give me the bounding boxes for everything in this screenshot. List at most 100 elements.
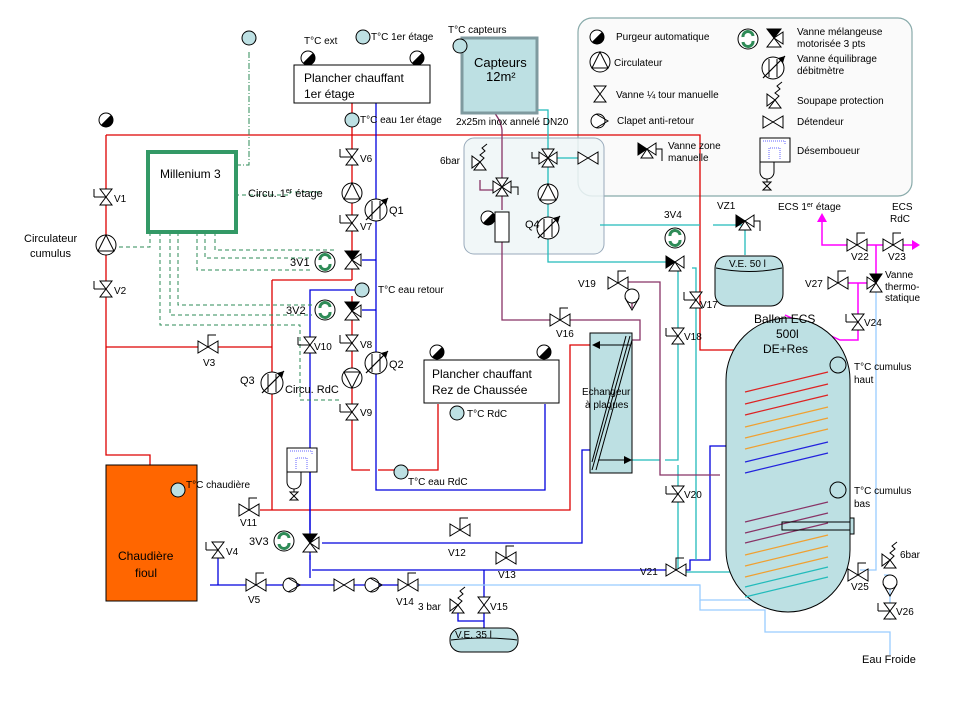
valve-v7[interactable]	[339, 214, 359, 232]
valve-v16-label: V16	[556, 329, 574, 340]
thermo-label-3: statique	[885, 293, 920, 304]
check-valve	[282, 577, 301, 593]
pressure-3bar-label: 3 bar	[418, 602, 441, 613]
sensor-tank-bot-label-2: bas	[854, 499, 870, 510]
valve-v14[interactable]	[397, 572, 419, 592]
svg-text:Echangeur: Echangeur	[582, 387, 631, 398]
valve-v19-label: V19	[578, 279, 596, 290]
tank-coil-line	[744, 406, 829, 428]
valve-v7-label: V7	[360, 222, 373, 233]
tank-coil-line	[744, 512, 829, 534]
pressure-solar-label: 6bar	[440, 156, 461, 167]
mixing-3v1-label: 3V1	[290, 257, 310, 269]
valve-v27[interactable]	[827, 270, 849, 290]
valve-v18-label: V18	[684, 332, 702, 343]
pump-solar[interactable]	[537, 183, 559, 205]
pump-1st-floor-label: Circu. 1er étage	[248, 188, 323, 200]
valve-v12[interactable]	[449, 517, 471, 537]
sensor-tank-bottom	[829, 481, 847, 499]
valve-v19[interactable]	[607, 270, 629, 290]
valve-v2[interactable]	[93, 280, 113, 298]
ecs-rdc-label-2: RdC	[890, 214, 910, 225]
valve-q2-label: Q2	[389, 359, 404, 371]
valve-v3[interactable]	[197, 334, 219, 354]
valve-v27-label: V27	[805, 279, 823, 290]
sensor-return	[354, 282, 370, 298]
tank-coil-line	[744, 545, 829, 567]
valve-v23[interactable]	[882, 232, 904, 252]
valve-v15[interactable]	[477, 596, 491, 614]
svg-text:Détendeur: Détendeur	[797, 117, 844, 128]
valve-v16[interactable]	[549, 307, 571, 327]
valve-v13[interactable]	[495, 545, 517, 565]
cold-water-label: Eau Froide	[862, 654, 916, 666]
sensor-water-rdc	[393, 464, 409, 480]
valve-v18[interactable]	[665, 327, 685, 345]
mixing-3v4-label: 3V4	[664, 210, 682, 221]
tank-coil-line	[744, 522, 829, 544]
mixing-3v2-label: 3V2	[286, 305, 306, 317]
valve-v5[interactable]	[245, 572, 267, 592]
sensor-tank-bot-label-1: T°C cumulus	[854, 486, 911, 497]
safety-valve-3bar	[449, 586, 466, 614]
valve-v26[interactable]	[877, 602, 897, 620]
valve-v1[interactable]	[93, 188, 113, 206]
balancing-valve-q2[interactable]	[364, 350, 389, 375]
svg-text:1er étage: 1er étage	[304, 87, 355, 101]
sensor-tank-top-label-2: haut	[854, 375, 874, 386]
pump-cumulus[interactable]	[95, 234, 117, 256]
svg-text:Plancher chauffant: Plancher chauffant	[304, 71, 405, 85]
tank-electric-heater	[781, 517, 855, 535]
valve-v22[interactable]	[846, 232, 868, 252]
svg-text:Soupape protection: Soupape protection	[797, 96, 884, 107]
pump-rdc[interactable]	[341, 367, 363, 389]
thermostatic-valve[interactable]	[866, 273, 883, 293]
tank-coil-line	[744, 501, 829, 523]
svg-text:Vanne mélangeuse: Vanne mélangeuse	[797, 27, 883, 38]
valve-v3-label: V3	[203, 358, 216, 369]
balancing-valve-q3[interactable]	[260, 370, 285, 395]
air-vent-icon	[429, 344, 445, 360]
air-vent-icon	[589, 29, 605, 45]
mixing-valve-3v1[interactable]	[344, 250, 362, 270]
valve-v13-label: V13	[498, 570, 516, 581]
balancing-valve-q1[interactable]	[364, 197, 389, 222]
sensor-boiler	[170, 482, 186, 498]
svg-text:Purgeur automatique: Purgeur automatique	[616, 32, 710, 43]
balancing-valve-q4[interactable]	[536, 215, 561, 240]
valve-v9[interactable]	[339, 403, 359, 421]
check-valve	[364, 577, 383, 593]
controller-label: Millenium 3	[160, 167, 221, 181]
sensor-1st-floor	[355, 29, 371, 45]
valve-v23-label: V23	[888, 252, 906, 263]
valve-v17-label: V17	[700, 300, 718, 311]
pump-1st-floor[interactable]	[341, 182, 363, 204]
valve-v9-label: V9	[360, 408, 373, 419]
valve-vz1-label: VZ1	[717, 201, 736, 212]
mixing-valve-3v4[interactable]	[665, 255, 685, 272]
valve-v4[interactable]	[205, 541, 225, 559]
legend: Purgeur automatique Circulateur Vanne ¼ …	[589, 27, 884, 191]
valve-v21-label: V21	[640, 567, 658, 578]
expansion-vessel-50l: V.E. 50 l	[714, 255, 784, 307]
valve-v20-label: V20	[684, 490, 702, 501]
valve-v1-label: V1	[114, 194, 127, 205]
valve-v21[interactable]	[665, 557, 687, 577]
mixing-valve-3v3[interactable]	[302, 533, 320, 553]
valve-v24[interactable]	[845, 313, 865, 331]
solar-3way-valve[interactable]	[492, 177, 519, 197]
valve-v20[interactable]	[665, 485, 685, 503]
valve-v8[interactable]	[339, 334, 359, 352]
valve-v25[interactable]	[847, 562, 869, 582]
outdoor-sensor	[241, 30, 257, 46]
thermo-label-1: Vanne	[885, 270, 914, 281]
dirt-separator[interactable]	[286, 447, 318, 501]
valve-v6[interactable]	[339, 148, 359, 166]
valve-v24-label: V24	[864, 318, 882, 329]
zone-valve-vz1[interactable]	[735, 214, 761, 231]
valve-v11[interactable]	[238, 497, 260, 517]
svg-text:V.E. 50 l: V.E. 50 l	[729, 259, 766, 270]
mixing-valve-3v2[interactable]	[344, 301, 362, 321]
safety-valve-6bar-cold	[881, 541, 898, 569]
solar-fill-valve[interactable]	[531, 148, 558, 168]
